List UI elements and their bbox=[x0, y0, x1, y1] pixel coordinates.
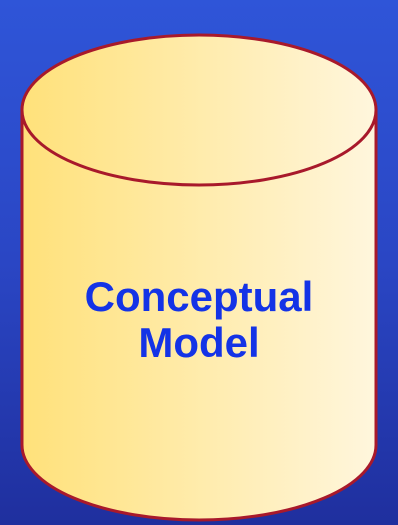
cylinder-top bbox=[20, 33, 378, 187]
cylinder-body bbox=[20, 108, 378, 522]
label-line-2: Model bbox=[138, 319, 260, 366]
cylinder-label: Conceptual Model bbox=[22, 274, 376, 366]
label-line-1: Conceptual bbox=[84, 273, 314, 320]
